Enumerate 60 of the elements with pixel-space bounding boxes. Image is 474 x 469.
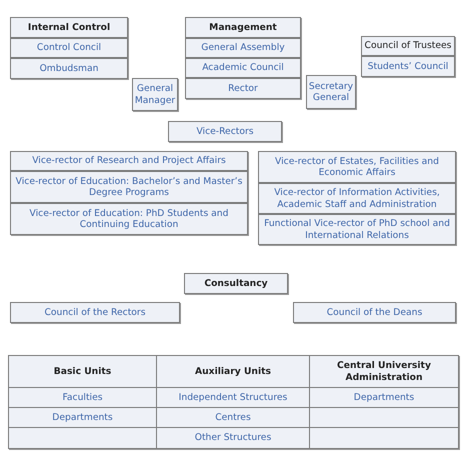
- unit-box: [258, 214, 456, 245]
- unit-box: [10, 151, 248, 171]
- unit-name: Vice-rector of Education: PhD Students and Continuing Education: [28, 208, 230, 230]
- table-header-cell: [8, 355, 157, 388]
- unit-name: Secretary General: [308, 80, 354, 104]
- group-heading: [184, 273, 288, 294]
- unit-box: [293, 302, 456, 323]
- heading-text: Consultancy: [203, 278, 269, 290]
- unit-name: Faculties: [61, 392, 104, 404]
- unit-box: [10, 38, 128, 58]
- unit-box: [185, 38, 301, 58]
- unit-name: Council of Trustees: [364, 40, 452, 52]
- unit-name: Centres: [214, 412, 252, 424]
- unit-name: Council of the Rectors: [44, 306, 146, 318]
- unit-name: Departments: [51, 412, 114, 424]
- heading-text: Basic Units: [52, 366, 112, 378]
- unit-box: [10, 302, 180, 323]
- heading-text: Auxiliary Units: [194, 366, 272, 378]
- table-header-cell: [156, 355, 310, 388]
- unit-name: Departments: [352, 392, 416, 404]
- table-cell: [156, 407, 310, 428]
- unit-name: Vice-rector of Education: Bachelor’s and Master’s Degree Programs: [14, 176, 244, 198]
- table-cell: [309, 387, 459, 408]
- unit-name: Academic Council: [201, 62, 285, 74]
- heading-text: Management: [208, 22, 278, 34]
- group-heading: [185, 17, 301, 38]
- unit-box: [306, 75, 356, 109]
- table-cell: [156, 387, 310, 408]
- unit-name: Vice-Rectors: [195, 126, 255, 138]
- unit-box: [258, 151, 456, 183]
- table-cell: [8, 407, 157, 428]
- unit-name: Council of the Deans: [326, 306, 424, 318]
- unit-box: [10, 171, 248, 203]
- unit-box: [185, 58, 301, 78]
- unit-name: General Manager: [134, 83, 176, 106]
- table-header-cell: [309, 355, 459, 388]
- unit-name: Control Concil: [36, 42, 102, 54]
- unit-box: [361, 36, 455, 56]
- unit-name: Other Structures: [194, 432, 272, 444]
- unit-name: General Assembly: [200, 42, 286, 54]
- unit-name: Vice-rector of Estates, Facilities and Economic Affairs: [274, 156, 440, 178]
- unit-box: [258, 183, 456, 214]
- unit-name: Functional Vice-rector of PhD school and International Relations: [263, 218, 451, 241]
- unit-name: Vice-rector of Research and Project Affairs: [31, 155, 227, 167]
- unit-name: Ombudsman: [38, 62, 100, 74]
- unit-box: [10, 58, 128, 79]
- table-cell: [8, 387, 157, 408]
- unit-name: Vice-rector of Information Activities, Academic Staff and Administration: [273, 187, 441, 210]
- group-heading: [10, 17, 128, 38]
- unit-name: Rector: [227, 82, 259, 94]
- unit-name: Independent Structures: [178, 392, 288, 404]
- table-cell: [156, 427, 310, 449]
- unit-name: Students’ Council: [366, 60, 450, 72]
- heading-text: Central University Administration: [336, 360, 432, 383]
- unit-box: [361, 56, 455, 77]
- unit-box: [10, 203, 248, 235]
- heading-text: Internal Control: [26, 22, 112, 34]
- unit-box: [168, 121, 282, 142]
- unit-box: [132, 78, 178, 111]
- unit-box: [185, 78, 301, 99]
